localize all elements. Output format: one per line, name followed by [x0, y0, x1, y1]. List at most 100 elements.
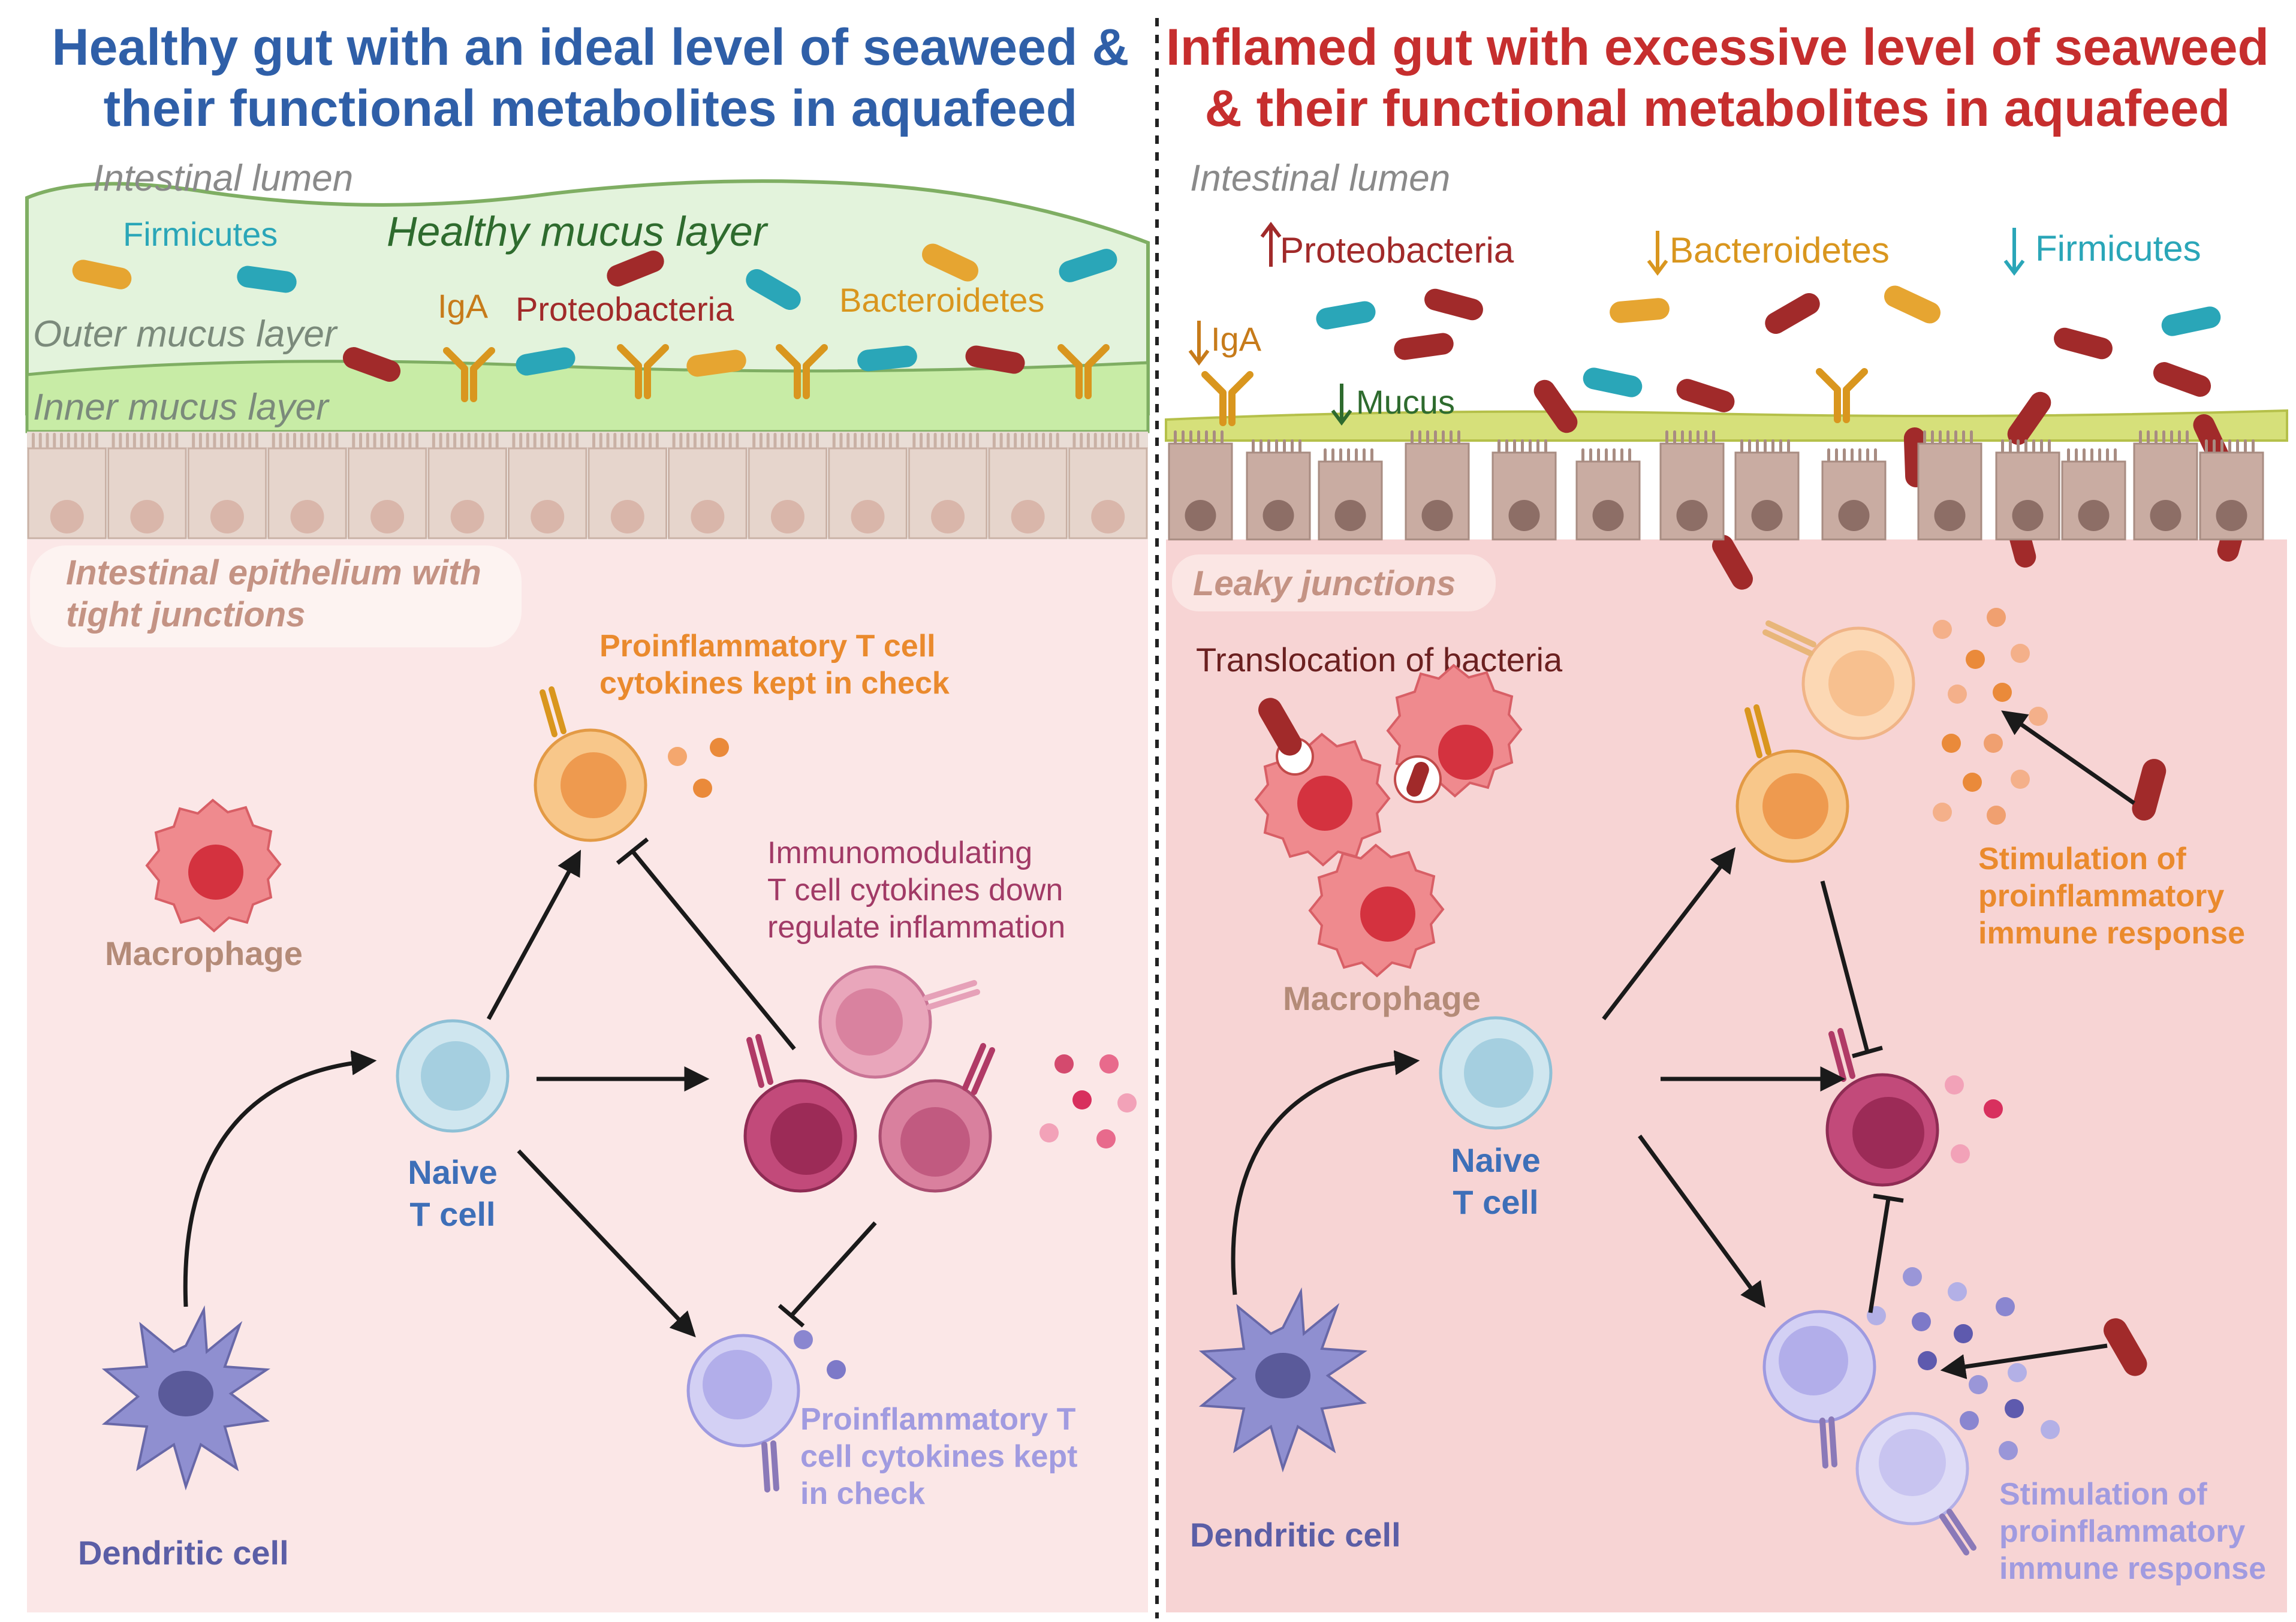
left-title-line1: Healthy gut with an ideal level of seawe…: [52, 19, 1129, 76]
right-indicator-arrows: [1188, 222, 2025, 426]
left-immunomod-line2: T cell cytokines down: [767, 873, 1063, 908]
receptor-icon: [962, 1043, 995, 1095]
epithelial-cell: [27, 433, 107, 539]
antibody-icon: [617, 344, 669, 399]
arrow-bacteria-to-orange-cytokines: [2001, 710, 2136, 805]
epithelial-cell: [2133, 430, 2198, 541]
left-arrows: [183, 837, 877, 1338]
left-epithelium-label-line1: Intestinal epithelium with: [66, 553, 481, 592]
right-macrophage-cell-1: [1254, 698, 1391, 867]
receptor-icon: [1762, 620, 1816, 656]
epithelial-cell: [1068, 433, 1148, 539]
proteobacteria-rod: [2104, 1318, 2147, 1376]
proteobacteria-rod: [2132, 759, 2167, 821]
epithelial-cell: [828, 433, 908, 539]
antibody-icon: [1057, 344, 1110, 399]
epithelial-cell: [1405, 430, 1470, 541]
left-orange-cytokines: [668, 738, 729, 798]
right-leaky-label: Leaky junctions: [1193, 564, 1456, 603]
proteobacteria-rod: [1424, 288, 1483, 321]
proteobacteria-rod: [607, 251, 664, 287]
antibody-icon: [776, 344, 828, 399]
right-naive-line1: Naive: [1451, 1141, 1540, 1179]
down-arrow-head-icon: [2003, 260, 2025, 276]
right-leaky-label-bg: [1172, 554, 1496, 611]
bacteroidetes-rod: [1610, 298, 1670, 323]
epithelial-cell: [347, 433, 427, 539]
firmicutes-rod: [516, 347, 575, 376]
left-treg-cell-pale: [818, 965, 980, 1079]
left-microvilli: [27, 432, 1148, 448]
left-naive-line2: T cell: [409, 1195, 495, 1233]
epithelial-cell: [1821, 448, 1887, 541]
left-title: Healthy gut with an ideal level of seawe…: [52, 19, 1129, 137]
right-purple-t-cell: [1762, 1310, 1876, 1469]
right-bacteroidetes-label: Bacteroidetes: [1670, 230, 1890, 270]
antibody-icon: [1201, 371, 1254, 426]
left-proinflam-orange-line1: Proinflammatory T cell: [599, 629, 936, 664]
receptor-icon: [1819, 1416, 1837, 1469]
down-arrow-head-icon: [1331, 409, 1352, 426]
epithelial-cell: [908, 433, 988, 539]
left-proinflam-purple-line1: Proinflammatory T: [800, 1402, 1076, 1437]
left-naive-line1: Naive: [408, 1153, 497, 1191]
left-macrophage-cell: [145, 798, 282, 933]
left-iga-antibodies: [443, 344, 1110, 402]
right-naive-line2: T cell: [1453, 1183, 1538, 1221]
right-treg-cell: [1825, 1028, 1939, 1187]
right-iga-antibodies: [1201, 368, 1868, 426]
firmicutes-rod: [1059, 249, 1117, 282]
left-outer-mucus-label: Outer mucus layer: [33, 313, 338, 355]
antibody-icon: [443, 347, 495, 402]
right-macrophage-cell-2: [1386, 664, 1523, 803]
firmicutes-rod: [1583, 367, 1643, 397]
right-macrophage-label: Macrophage: [1283, 979, 1481, 1017]
left-proinflam-orange-line2: cytokines kept in check: [599, 666, 950, 701]
epithelial-cell: [988, 433, 1068, 539]
receptor-icon: [761, 1440, 779, 1493]
down-arrow-head-icon: [1647, 260, 1668, 276]
firmicutes-rod: [1316, 301, 1376, 330]
receptor-icon: [540, 686, 567, 737]
right-stim-orange-line1: Stimulation of: [1978, 842, 2186, 876]
arrow-dendritic-to-naive: [1231, 1050, 1420, 1295]
right-tissue-bg: [1166, 539, 2287, 1612]
left-firmicutes-label: Firmicutes: [123, 215, 278, 253]
right-title-line2: & their functional metabolites in aquafe…: [1205, 80, 2231, 137]
left-dendritic-cell: [101, 1305, 270, 1491]
down-arrow-head-icon: [1188, 349, 1210, 366]
inhibit-treg-to-purple: [778, 1221, 877, 1328]
proteobacteria-rod: [2007, 391, 2051, 445]
left-proinflam-purple-line3: in check: [800, 1476, 925, 1511]
arrow-naive-to-orange: [1602, 847, 1736, 1021]
right-title: Inflamed gut with excessive level of sea…: [1166, 19, 2269, 137]
epithelial-cell: [187, 433, 267, 539]
right-epithelium: [1168, 430, 2264, 541]
proteobacteria-rod: [1765, 293, 1820, 334]
right-mucus-label: Mucus: [1356, 383, 1455, 421]
right-firmicutes-label: Firmicutes: [2035, 228, 2201, 269]
receptor-icon: [1939, 1509, 1976, 1555]
arrow-bacteria-to-purple-cytokines: [1940, 1343, 2108, 1379]
left-bacteria: [72, 243, 1117, 382]
proteobacteria-rod: [342, 347, 401, 382]
left-treg-cell-dark: [743, 1034, 857, 1193]
right-lumen-label: Intestinal lumen: [1190, 158, 1450, 199]
left-inner-mucus-label: Inner mucus layer: [33, 387, 330, 428]
right-stim-orange-line3: immune response: [1978, 916, 2245, 951]
proteobacteria-rod: [1406, 762, 1429, 797]
bacteroidetes-rod: [72, 260, 132, 290]
right-stim-purple-line2: proinflammatory: [1999, 1514, 2245, 1549]
epithelial-cell: [1575, 448, 1641, 541]
left-epithelium-label-line2: tight junctions: [66, 595, 306, 634]
inhibit-purple-to-treg: [1868, 1193, 1904, 1313]
left-purple-cytokines: [794, 1330, 846, 1379]
right-stim-purple-line3: immune response: [1999, 1551, 2266, 1586]
right-title-line1: Inflamed gut with excessive level of sea…: [1166, 19, 2269, 76]
left-lumen-label: Intestinal lumen: [93, 158, 353, 199]
epithelial-cell: [1492, 439, 1557, 541]
left-proinflam-purple-line2: cell cytokines kept: [800, 1439, 1077, 1474]
right-dendritic-label: Dendritic cell: [1190, 1516, 1401, 1554]
left-naive-t-cell: [396, 1019, 510, 1133]
epithelial-cell: [1318, 448, 1383, 541]
